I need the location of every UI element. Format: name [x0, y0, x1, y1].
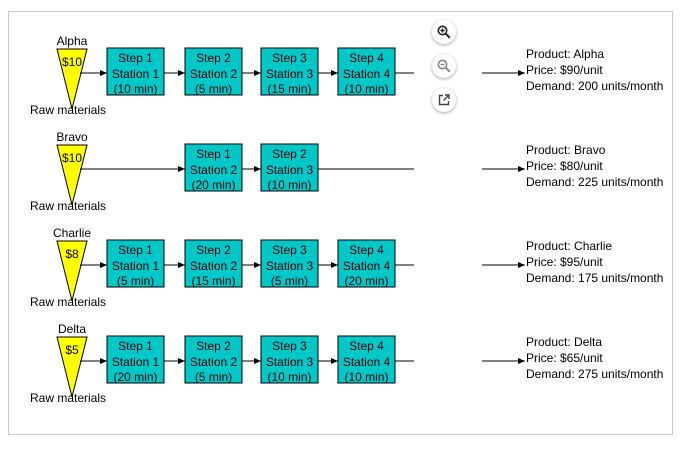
process-step-box	[260, 143, 319, 192]
station-label: Station 1	[112, 259, 160, 273]
zoom-in-icon	[437, 25, 451, 39]
raw-material-triangle	[56, 240, 88, 302]
raw-material-cost: $8	[65, 247, 79, 261]
step-label: Step 1	[118, 339, 153, 353]
raw-material-name: Bravo	[56, 130, 88, 144]
raw-material-name: Alpha	[57, 34, 88, 48]
station-label: Station 2	[190, 67, 238, 81]
step-label: Step 3	[272, 339, 307, 353]
product-demand-line: Demand: 200 units/month	[526, 79, 663, 93]
zoom-out-button[interactable]	[432, 54, 456, 78]
step-label: Step 4	[349, 51, 384, 65]
process-step-box	[106, 239, 165, 288]
station-label: Station 1	[112, 355, 160, 369]
process-step-box	[260, 47, 319, 96]
raw-materials-label: Raw materials	[30, 103, 106, 117]
process-step-box	[184, 47, 243, 96]
step-label: Step 4	[349, 243, 384, 257]
product-name-line: Product: Alpha	[526, 47, 604, 61]
process-step-box	[260, 335, 319, 384]
station-label: Station 4	[343, 67, 391, 81]
raw-material-triangle	[56, 48, 88, 110]
step-label: Step 3	[272, 51, 307, 65]
raw-material-cost: $10	[62, 55, 82, 69]
raw-materials-label: Raw materials	[30, 391, 106, 405]
step-label: Step 2	[196, 243, 231, 257]
step-time: (20 min)	[344, 274, 388, 288]
zoom-out-icon	[437, 59, 451, 73]
step-label: Step 2	[196, 339, 231, 353]
process-step-box	[106, 47, 165, 96]
raw-material-triangle	[56, 336, 88, 398]
station-label: Station 3	[266, 355, 314, 369]
step-label: Step 1	[118, 51, 153, 65]
product-price-line: Price: $65/unit	[526, 351, 603, 365]
station-label: Station 3	[266, 259, 314, 273]
step-time: (5 min)	[195, 82, 232, 96]
process-step-box	[260, 239, 319, 288]
zoom-in-button[interactable]	[432, 20, 456, 44]
raw-material-triangle	[56, 144, 88, 206]
station-label: Station 4	[343, 355, 391, 369]
step-label: Step 2	[272, 147, 307, 161]
station-label: Station 2	[190, 355, 238, 369]
process-step-box	[184, 239, 243, 288]
process-step-box	[106, 335, 165, 384]
step-label: Step 1	[118, 243, 153, 257]
product-name-line: Product: Delta	[526, 335, 602, 349]
raw-material-name: Delta	[58, 322, 86, 336]
product-demand-line: Demand: 225 units/month	[526, 175, 663, 189]
open-external-icon	[438, 94, 450, 106]
raw-material-name: Charlie	[53, 226, 91, 240]
raw-materials-label: Raw materials	[30, 199, 106, 213]
station-label: Station 3	[266, 67, 314, 81]
product-price-line: Price: $90/unit	[526, 63, 603, 77]
process-step-box	[184, 143, 243, 192]
product-name-line: Product: Charlie	[526, 239, 612, 253]
process-step-box	[337, 47, 396, 96]
process-step-box	[184, 335, 243, 384]
step-time: (10 min)	[344, 82, 388, 96]
product-price-line: Price: $95/unit	[526, 255, 603, 269]
step-label: Step 2	[196, 51, 231, 65]
step-time: (15 min)	[191, 274, 235, 288]
raw-materials-label: Raw materials	[30, 295, 106, 309]
station-label: Station 4	[343, 259, 391, 273]
step-time: (10 min)	[267, 178, 311, 192]
station-label: Station 2	[190, 259, 238, 273]
process-step-box	[337, 239, 396, 288]
step-time: (20 min)	[113, 370, 157, 384]
open-external-button[interactable]	[432, 88, 456, 112]
product-demand-line: Demand: 175 units/month	[526, 271, 663, 285]
station-label: Station 3	[266, 163, 314, 177]
step-time: (10 min)	[267, 370, 311, 384]
raw-material-cost: $10	[62, 151, 82, 165]
raw-material-cost: $5	[65, 343, 79, 357]
step-time: (10 min)	[344, 370, 388, 384]
product-price-line: Price: $80/unit	[526, 159, 603, 173]
step-time: (5 min)	[195, 370, 232, 384]
step-time: (5 min)	[117, 274, 154, 288]
step-label: Step 4	[349, 339, 384, 353]
step-label: Step 3	[272, 243, 307, 257]
step-time: (5 min)	[271, 274, 308, 288]
station-label: Station 2	[190, 163, 238, 177]
product-demand-line: Demand: 275 units/month	[526, 367, 663, 381]
step-time: (10 min)	[113, 82, 157, 96]
product-name-line: Product: Bravo	[526, 143, 606, 157]
step-time: (20 min)	[191, 178, 235, 192]
step-time: (15 min)	[267, 82, 311, 96]
step-label: Step 1	[196, 147, 231, 161]
station-label: Station 1	[112, 67, 160, 81]
process-step-box	[337, 335, 396, 384]
